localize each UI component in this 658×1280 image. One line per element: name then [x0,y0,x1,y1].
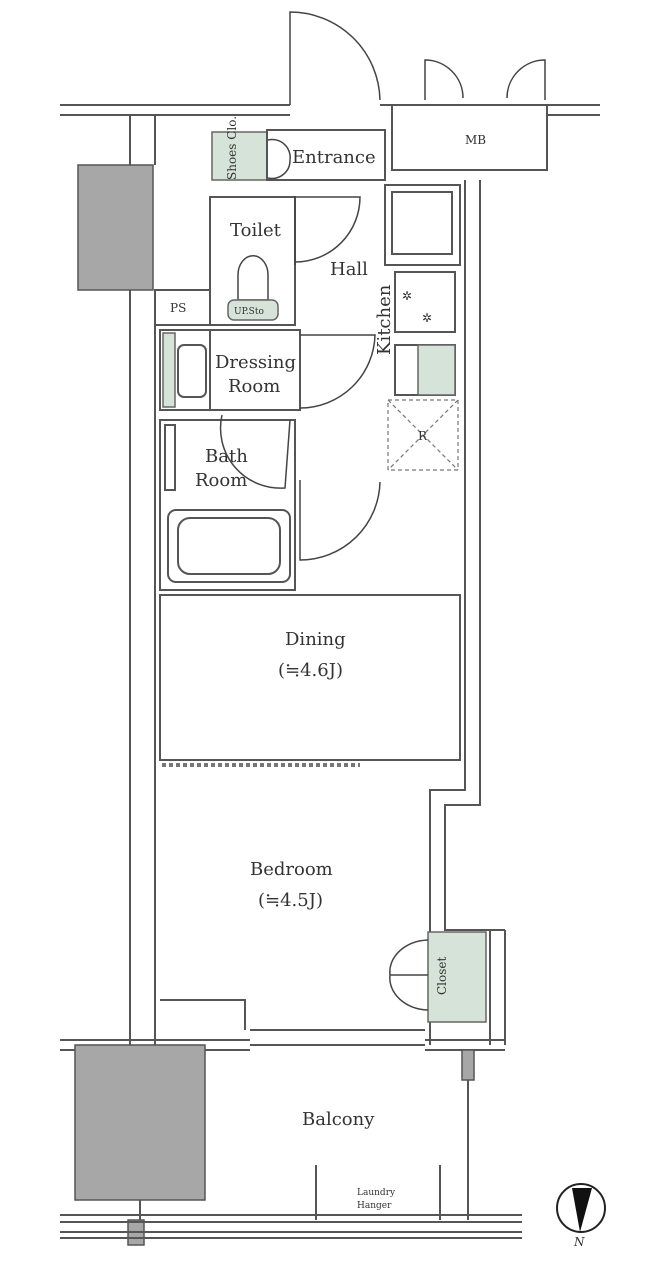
refrigerator-label: R [418,429,428,443]
north-label: N [573,1235,585,1249]
bath-room [159,419,296,591]
dressing-door[interactable] [299,334,376,409]
shoes-closet [211,131,268,181]
dining-room [159,594,461,761]
closet-door[interactable] [389,939,429,1011]
laundry-hanger-label: Laundry [357,1188,396,1198]
dining-door[interactable] [299,480,381,561]
refrigerator-space [387,399,459,471]
dressing-room [159,329,301,411]
closet-label: Closet [435,956,449,995]
meter-box [391,104,548,171]
bath-room-label: Bath [205,446,248,467]
entrance-door[interactable] [289,11,381,105]
meter-box-label: MB [465,133,486,147]
pillar-top [77,164,154,291]
dressing-room-label: Dressing [215,352,296,373]
dining-area-label: (≒4.6J) [278,660,343,681]
entrance-label: Entrance [292,147,376,168]
bedroom-label: Bedroom [250,859,333,880]
kitchen-label: Kitchen [374,284,395,355]
balcony-label: Balcony [302,1109,375,1130]
pillar-bottom [74,1044,206,1201]
bath-room-label-2: Room [195,470,247,491]
mb-door[interactable] [424,59,546,100]
balcony-post [461,1049,475,1081]
toilet-door[interactable] [294,196,361,265]
toilet-storage-label: UP.Sto [234,307,264,317]
toilet-label: Toilet [230,220,282,241]
ps-label: PS [170,301,186,315]
bath-door[interactable] [219,414,291,489]
exterior-walls [60,104,600,1051]
bedroom-area-label: (≒4.5J) [258,890,323,911]
laundry-hanger-label-2: Hanger [357,1201,392,1211]
closet [427,931,487,1023]
dining-label: Dining [285,629,346,650]
hall-label: Hall [330,259,368,280]
dressing-room-label-2: Room [228,376,280,397]
stove-burner-icon: ✲ [422,311,432,325]
stove-burner-icon: ✲ [402,289,412,303]
north-compass-icon: N [556,1183,606,1249]
shoes-closet-label: Shoes Clo. [225,116,239,180]
